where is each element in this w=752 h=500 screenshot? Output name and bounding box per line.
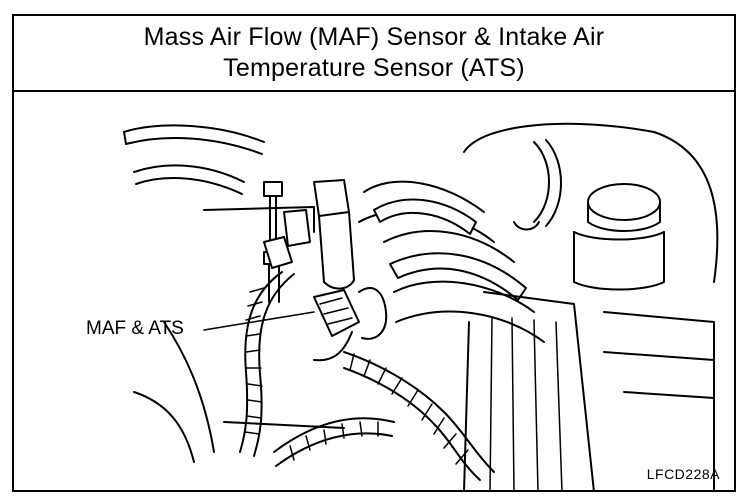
- callout-label: MAF & ATS: [86, 318, 184, 339]
- title-line-2: Temperature Sensor (ATS): [223, 54, 525, 82]
- title-box: Mass Air Flow (MAF) Sensor & Intake Air …: [14, 16, 734, 92]
- figure-frame: Mass Air Flow (MAF) Sensor & Intake Air …: [12, 14, 736, 492]
- engine-bay-illustration: [123, 122, 719, 492]
- maf-ats-sensor: [313, 289, 360, 337]
- title-line-1: Mass Air Flow (MAF) Sensor & Intake Air: [143, 23, 605, 51]
- figure-code: LFCD228A: [646, 466, 720, 482]
- intake-clamp-1: [373, 198, 477, 235]
- intake-clamp-2: [389, 252, 527, 301]
- bolt-head: [263, 181, 283, 197]
- callout-leader: [203, 311, 315, 331]
- reservoir-cap: [587, 183, 661, 221]
